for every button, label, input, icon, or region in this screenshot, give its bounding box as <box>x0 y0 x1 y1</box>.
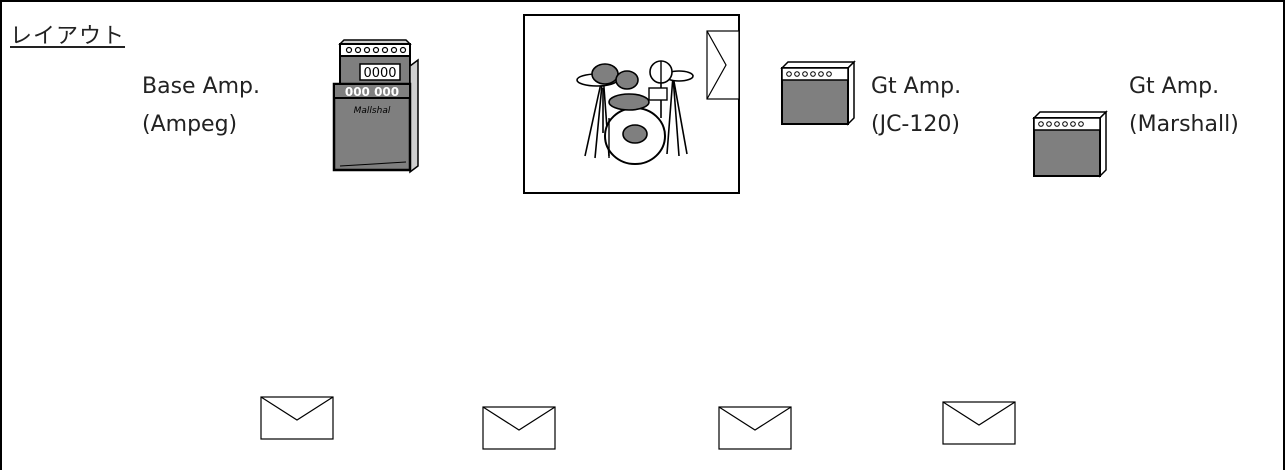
marshall-amp-label-line1: Gt Amp. <box>1129 68 1239 106</box>
marshall-amp-label-line2: (Marshall) <box>1129 106 1239 144</box>
floor-monitor-icon <box>260 396 334 440</box>
svg-text:0000: 0000 <box>363 66 396 81</box>
jc120-amp-label-line1: Gt Amp. <box>871 68 961 106</box>
svg-text:000 000: 000 000 <box>345 85 399 99</box>
guitar-amp-icon <box>780 60 856 126</box>
floor-monitor-icon <box>482 406 556 450</box>
marshall-amp-label: Gt Amp. (Marshall) <box>1129 68 1239 144</box>
bass-amp-badge: Mallshal <box>354 106 391 116</box>
guitar-amp-icon <box>1032 110 1108 178</box>
floor-monitor-icon <box>706 30 740 100</box>
floor-monitor-icon <box>718 406 792 450</box>
bass-amp-label: Base Amp. (Ampeg) <box>142 68 260 144</box>
jc120-amp-label-line2: (JC-120) <box>871 106 961 144</box>
layout-title: レイアウト <box>10 18 125 50</box>
drum-kit-icon <box>575 58 695 168</box>
bass-amp-stack-icon: 0000 000 000 Mallshal <box>332 40 422 172</box>
bass-amp-label-line2: (Ampeg) <box>142 106 260 144</box>
jc120-amp-label: Gt Amp. (JC-120) <box>871 68 961 144</box>
floor-monitor-icon <box>942 401 1016 445</box>
bass-amp-label-line1: Base Amp. <box>142 68 260 106</box>
